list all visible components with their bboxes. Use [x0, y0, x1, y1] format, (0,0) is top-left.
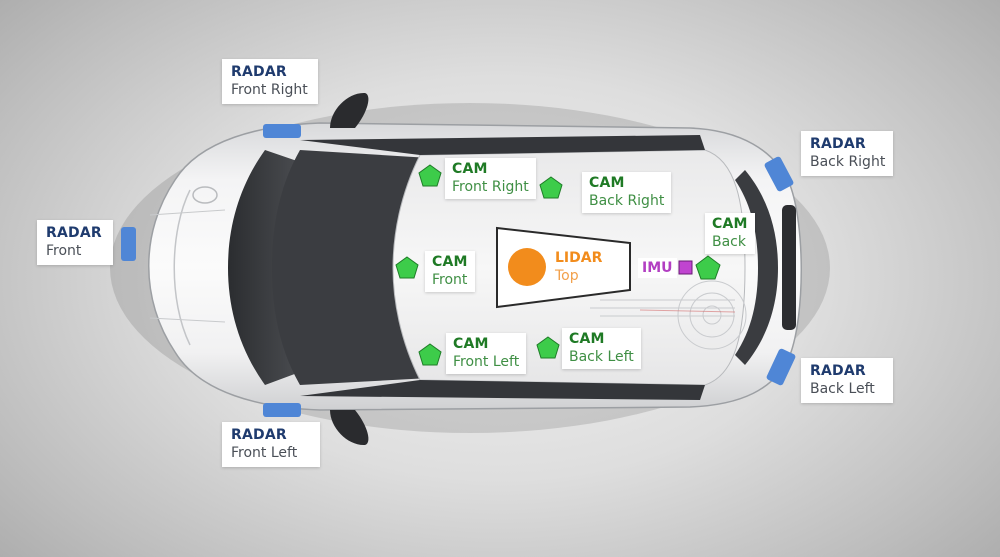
- label-position: Back Left: [569, 349, 634, 365]
- radar-marker-front-left: [263, 403, 301, 417]
- camera-pentagon-marker-front-left: [418, 343, 442, 366]
- label-radar-front-right: RADAR Front Right: [222, 59, 318, 104]
- label-cam-back: CAM Back: [705, 213, 755, 254]
- label-type: CAM: [712, 216, 748, 232]
- camera-pentagon-marker-front: [395, 256, 419, 279]
- label-cam-front-left: CAM Front Left: [446, 333, 527, 374]
- windshield: [228, 150, 300, 385]
- label-cam-back-left: CAM Back Left: [562, 328, 641, 369]
- camera-pentagon-marker-front-right: [418, 164, 442, 187]
- label-position: Front Right: [452, 179, 529, 195]
- label-position: Back Left: [810, 381, 875, 397]
- camera-pentagon-marker-back: [695, 255, 721, 280]
- label-type: CAM: [432, 254, 468, 270]
- label-type: CAM: [452, 161, 488, 177]
- camera-pentagon-marker-back-right: [539, 176, 563, 199]
- label-type: LIDAR: [555, 250, 603, 266]
- label-imu: IMU: [638, 258, 677, 278]
- label-type: CAM: [589, 175, 625, 191]
- label-radar-back-left: RADAR Back Left: [801, 358, 893, 403]
- label-position: Front Left: [231, 445, 298, 461]
- label-lidar-top: LIDAR Top: [555, 249, 602, 285]
- label-cam-front: CAM Front: [425, 251, 475, 292]
- label-position: Front: [432, 272, 468, 288]
- label-type: RADAR: [810, 363, 866, 379]
- label-position: Front Left: [453, 354, 520, 370]
- radar-marker-back-right: [764, 156, 794, 192]
- label-cam-front-right: CAM Front Right: [445, 158, 536, 199]
- mirror-right: [330, 92, 369, 128]
- label-radar-back-right: RADAR Back Right: [801, 131, 893, 176]
- label-type: RADAR: [46, 225, 102, 241]
- label-type: CAM: [569, 331, 605, 347]
- label-position: Front: [46, 243, 82, 259]
- label-type: RADAR: [810, 136, 866, 152]
- rear-window: [735, 170, 778, 365]
- label-type: RADAR: [231, 427, 287, 443]
- label-position: Top: [555, 268, 579, 284]
- label-position: Back: [712, 234, 746, 250]
- cabin-glass: [272, 150, 430, 385]
- radar-marker-back-left: [766, 348, 796, 386]
- label-type: CAM: [453, 336, 489, 352]
- label-type: RADAR: [231, 64, 287, 80]
- label-radar-front-left: RADAR Front Left: [222, 422, 320, 467]
- label-cam-back-right: CAM Back Right: [582, 172, 672, 213]
- label-position: Back Right: [589, 193, 665, 209]
- label-position: Front Right: [231, 82, 308, 98]
- radar-marker-front-right: [263, 124, 301, 138]
- camera-pentagon-marker-back-left: [536, 336, 560, 359]
- label-radar-front: RADAR Front: [37, 220, 113, 265]
- imu-marker: [678, 260, 693, 275]
- radar-marker-front: [121, 227, 136, 261]
- label-position: Back Right: [810, 154, 886, 170]
- lidar-zone: [496, 226, 631, 309]
- mirror-left: [330, 410, 369, 446]
- lidar-marker: [508, 248, 546, 286]
